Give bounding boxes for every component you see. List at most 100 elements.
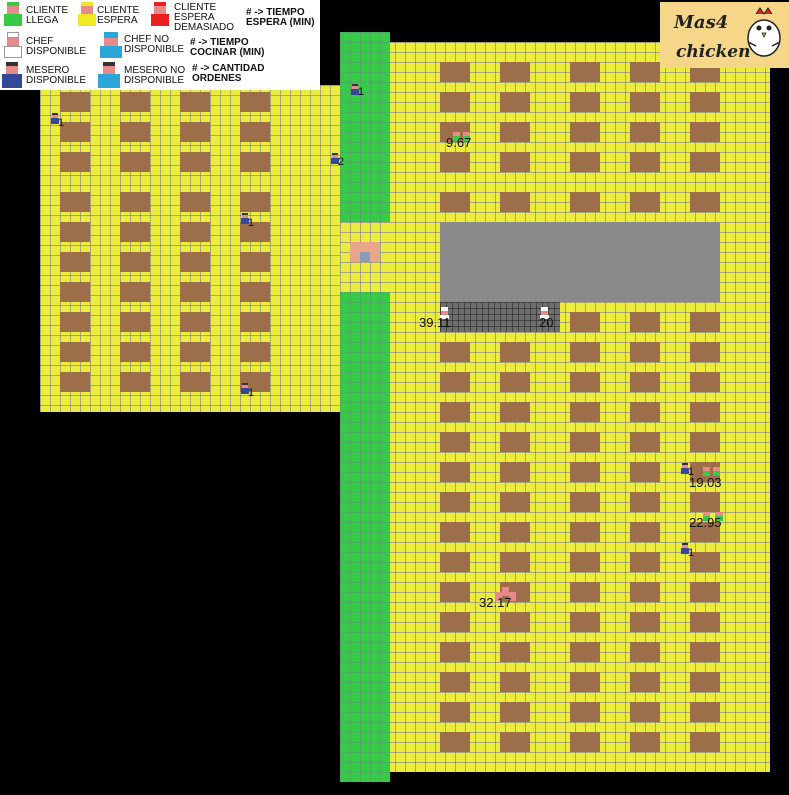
dining-table — [60, 282, 90, 302]
dining-table — [690, 192, 720, 212]
waiter-order-count: 1 — [248, 217, 255, 229]
waiter — [241, 213, 249, 224]
dining-table — [630, 522, 660, 542]
dining-table — [440, 702, 470, 722]
dining-table — [690, 702, 720, 722]
dining-table — [440, 672, 470, 692]
customer-wait-time: 32.17 — [479, 595, 512, 610]
dining-table — [180, 152, 210, 172]
dining-table — [500, 702, 530, 722]
dining-table — [690, 342, 720, 362]
dining-table — [570, 372, 600, 392]
dining-table — [60, 312, 90, 332]
dining-table — [440, 192, 470, 212]
dining-table — [630, 122, 660, 142]
dining-table — [630, 92, 660, 112]
dining-table — [570, 612, 600, 632]
dining-table — [570, 702, 600, 722]
dining-table — [690, 522, 720, 542]
dining-table — [570, 192, 600, 212]
dining-table — [240, 152, 270, 172]
waiter-order-count: 1 — [358, 86, 365, 98]
dining-table — [690, 92, 720, 112]
kitchen-grill — [440, 302, 560, 332]
dining-table — [500, 432, 530, 452]
dining-table — [630, 672, 660, 692]
dining-table — [500, 612, 530, 632]
waiter-order-count: 1 — [248, 387, 255, 399]
dining-table — [570, 582, 600, 602]
dining-table — [630, 62, 660, 82]
waiter — [681, 463, 689, 474]
dining-table — [570, 122, 600, 142]
dining-table — [180, 122, 210, 142]
dining-table — [240, 192, 270, 212]
dining-table — [440, 522, 470, 542]
dining-table — [440, 582, 470, 602]
customer — [502, 587, 509, 596]
dining-table — [630, 192, 660, 212]
dining-table — [570, 462, 600, 482]
dining-table — [120, 372, 150, 392]
legend-customer-waits: CLIENTE ESPERA — [97, 5, 140, 26]
dining-table — [240, 92, 270, 112]
dining-table — [570, 62, 600, 82]
dining-table — [630, 552, 660, 572]
customer-wait-time: 9.67 — [446, 135, 472, 150]
dining-table — [240, 282, 270, 302]
customer — [703, 467, 710, 476]
dining-table — [570, 642, 600, 662]
dining-table — [440, 432, 470, 452]
dining-table — [440, 372, 470, 392]
customer — [703, 512, 710, 521]
dining-table — [240, 312, 270, 332]
waiter — [681, 543, 689, 554]
dining-table — [180, 252, 210, 272]
dining-table — [500, 522, 530, 542]
dining-table — [440, 492, 470, 512]
dining-table — [60, 92, 90, 112]
customer-wait-time: 22.95 — [689, 515, 722, 530]
dining-table — [240, 122, 270, 142]
dining-table — [240, 252, 270, 272]
dining-table — [500, 192, 530, 212]
customer-waits-too-long-icon — [151, 2, 169, 26]
dining-table — [570, 342, 600, 362]
dining-table — [630, 372, 660, 392]
dining-table — [120, 282, 150, 302]
chef — [540, 307, 549, 319]
dining-table — [570, 552, 600, 572]
dining-table — [500, 372, 530, 392]
customer — [463, 132, 470, 141]
dining-table — [500, 462, 530, 482]
waiter — [331, 153, 339, 164]
customer — [453, 132, 460, 141]
dining-table — [440, 642, 470, 662]
legend-customer-arrives: CLIENTE LLEGA — [26, 5, 69, 26]
dining-table — [630, 432, 660, 452]
chicken-icon — [747, 7, 781, 57]
dining-table — [500, 672, 530, 692]
dining-table — [690, 492, 720, 512]
dining-table — [570, 672, 600, 692]
legend-chef-available: CHEF DISPONIBLE — [26, 36, 87, 57]
dining-table — [690, 402, 720, 422]
legend-cook-time-key: # -> TIEMPO COCINAR (MIN) — [190, 37, 265, 58]
dining-table — [630, 732, 660, 752]
dining-table — [120, 122, 150, 142]
dining-table — [60, 342, 90, 362]
chef-cook-time: 39.11 — [419, 315, 451, 330]
dining-table — [500, 152, 530, 172]
legend-order-count-key: # -> CANTIDAD ORDENES — [192, 63, 265, 84]
waiter-order-count: 1 — [688, 547, 695, 559]
dining-table — [500, 92, 530, 112]
waiter-available-icon — [2, 62, 22, 88]
customer-arrives-icon — [4, 2, 22, 26]
dining-table — [630, 152, 660, 172]
legend-waiter-unavailable: MESERO NO DISPONIBLE — [124, 65, 186, 86]
dining-table — [500, 552, 530, 572]
dining-table — [500, 642, 530, 662]
dining-table — [500, 492, 530, 512]
dining-table — [440, 732, 470, 752]
dining-table — [240, 342, 270, 362]
